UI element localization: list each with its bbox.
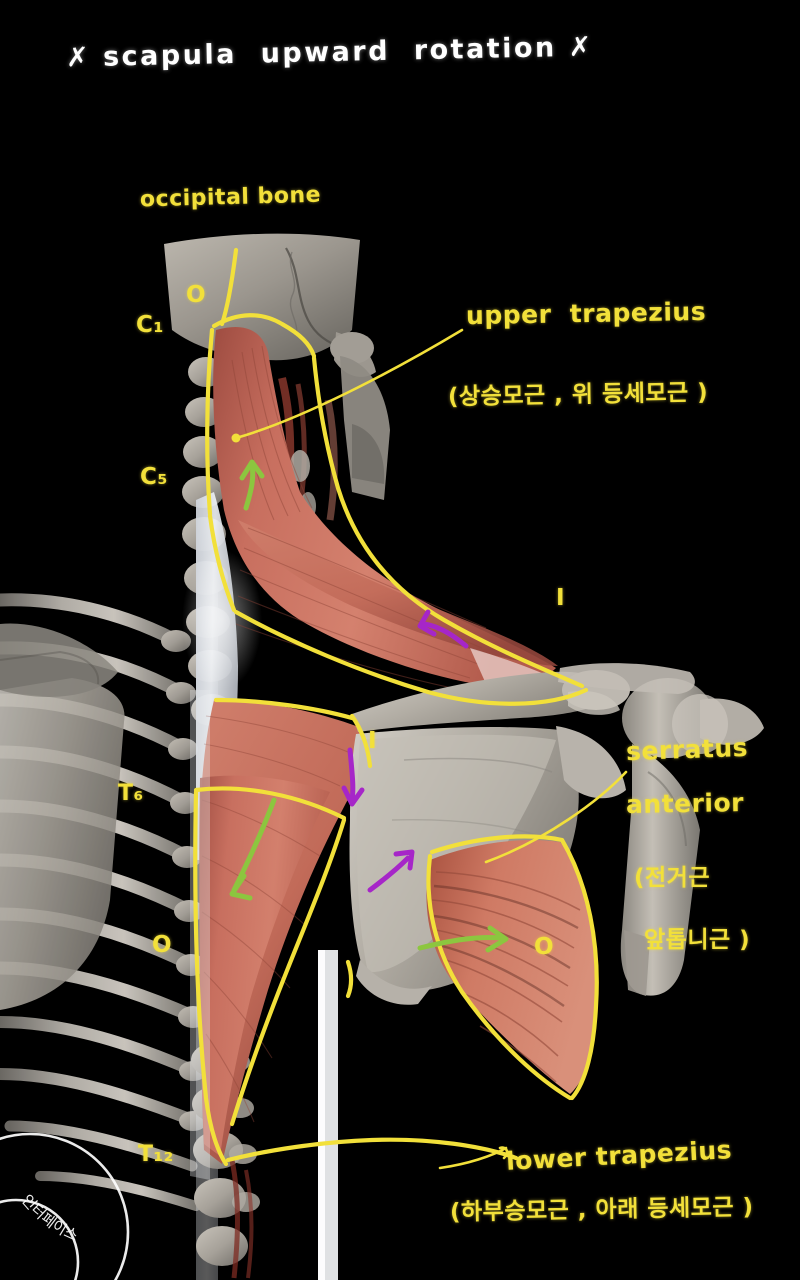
marker-origin-t12: O: [152, 932, 173, 958]
leader-lines: [231, 328, 628, 1170]
outline-occiput-line: [219, 247, 239, 327]
leader-upper-trapezius: [234, 328, 464, 440]
watermark-label: 인터페이스: [18, 1191, 81, 1245]
occipital-bone-render: [164, 233, 390, 500]
arrow-serratus-pull: [417, 925, 509, 953]
watermark-textpath: 인터페이스: [18, 1191, 81, 1245]
arrow-scapula-spine-down: [341, 747, 365, 807]
label-serratus-anterior-korean-line1: (전거근: [634, 865, 710, 891]
left-scapula: [0, 623, 125, 1010]
label-upper-trapezius-english: upper trapezius: [465, 296, 707, 331]
marker-origin-occiput: O: [186, 282, 207, 308]
label-serratus-anterior-english-line2: anterior: [625, 787, 745, 820]
clavicle: [558, 663, 695, 694]
marker-origin-serratus-ribs: O: [534, 934, 555, 960]
leader-serratus-anterior: [484, 770, 628, 864]
label-serratus-anterior-korean-line2: 앞톱니근 ): [644, 927, 751, 953]
arrow-upper-trap-pull: [417, 609, 469, 649]
arrow-upper-trap-elevation: [239, 459, 265, 511]
label-serratus-anterior-english-line1: serratus: [625, 732, 749, 767]
arrow-lower-trap-depression: [229, 797, 277, 901]
svg-text:인터페이스: 인터페이스: [18, 1191, 81, 1245]
label-lower-trapezius-korean: (하부승모근 , 아래 등세모근 ): [449, 1194, 754, 1226]
green-arrows: [229, 459, 509, 953]
purple-arrows: [341, 609, 469, 893]
label-c5: C₅: [140, 464, 168, 490]
arrow-serratus-protraction: [367, 849, 415, 893]
label-t6: T₆: [118, 781, 144, 806]
humerus: [620, 678, 764, 996]
marker-insertion-acromion: I: [556, 585, 566, 611]
label-occipital-bone: occipital bone: [139, 182, 322, 213]
label-t12: T₁₂: [138, 1142, 174, 1167]
leader-lower-trapezius: [498, 1146, 509, 1160]
yellow-outline-group: [193, 247, 599, 1167]
watermark-rings: [0, 1132, 130, 1280]
label-upper-trapezius-korean: (상승모근 , 위 등세모근 ): [447, 379, 709, 411]
serratus-anterior-muscle: [426, 840, 599, 1094]
marker-insertion-scapular-spine: I: [368, 728, 378, 754]
label-c1: C₁: [136, 312, 164, 338]
